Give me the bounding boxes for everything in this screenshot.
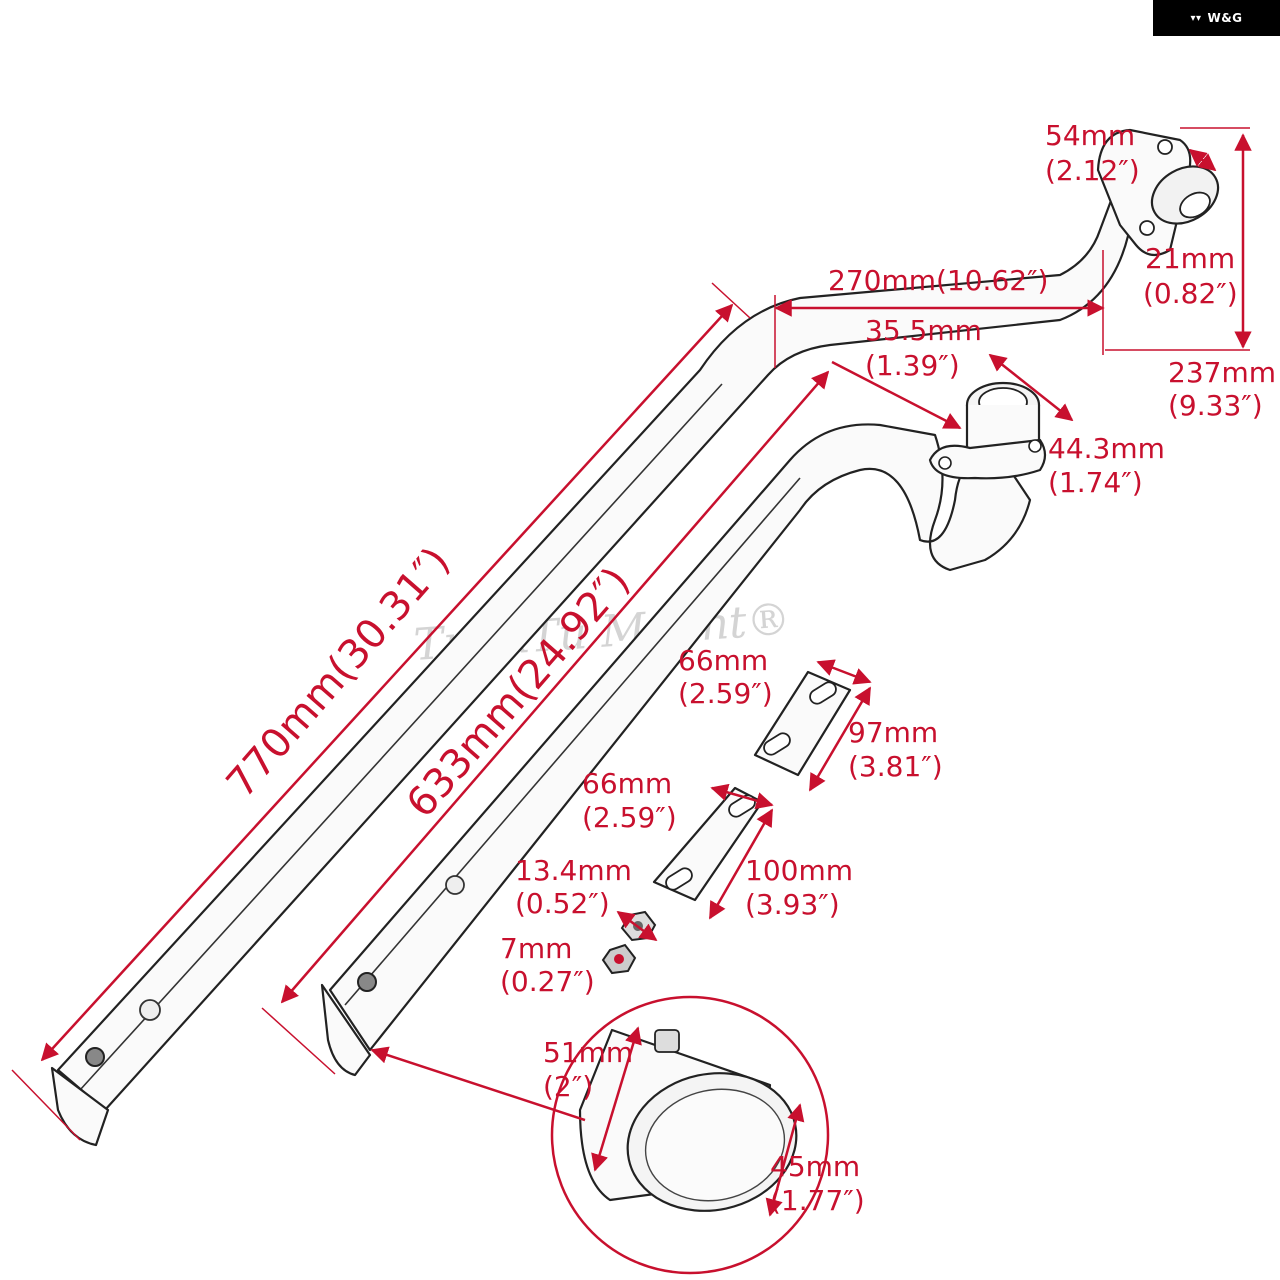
- dimension-lines: [11, 127, 1252, 1217]
- flange-width-in: (2.12″): [1045, 154, 1140, 187]
- brand-name: W&G: [1207, 11, 1243, 25]
- upper-run-mm: 270mm(10.62″): [828, 264, 1048, 297]
- bracket-a-length-in: (3.81″): [848, 750, 943, 783]
- nut-small-mm: 7mm: [500, 932, 572, 965]
- tip-inner-mm: 45mm: [770, 1150, 860, 1183]
- bracket-b-length-in: (3.93″): [745, 888, 840, 921]
- pipe-inner-mm: 21mm: [1145, 242, 1235, 275]
- brand-logo-icon: ▾▾: [1190, 12, 1202, 24]
- nut-small: [601, 943, 637, 975]
- bracket-a-width-mm: 66mm: [678, 644, 768, 677]
- bracket-a-length-mm: 97mm: [848, 716, 938, 749]
- tip-inner-in: (1.77″): [770, 1184, 865, 1217]
- bracket-b-width-mm: 66mm: [582, 767, 672, 800]
- brand-badge: ▾▾ W&G: [1153, 0, 1280, 36]
- bracket-a-width-in: (2.59″): [678, 677, 773, 710]
- total-height-mm: 237mm: [1168, 356, 1276, 389]
- pipe-inner-in: (0.82″): [1143, 277, 1238, 310]
- port-diameter-in: (1.74″): [1048, 466, 1143, 499]
- upper-drop-mm: 35.5mm: [865, 314, 982, 347]
- tip-outer-mm: 51mm: [543, 1036, 633, 1069]
- tip-outer-in: (2″): [543, 1070, 593, 1103]
- flange-width-mm: 54mm: [1045, 119, 1135, 152]
- nut-large-mm: 13.4mm: [515, 854, 632, 887]
- port-diameter-mm: 44.3mm: [1048, 432, 1165, 465]
- nut-large-in: (0.52″): [515, 887, 610, 920]
- bracket-b-length-mm: 100mm: [745, 854, 853, 887]
- bracket-b-width-in: (2.59″): [582, 801, 677, 834]
- nut-small-in: (0.27″): [500, 965, 595, 998]
- total-height-in: (9.33″): [1168, 389, 1263, 422]
- upper-drop-in: (1.39″): [865, 349, 960, 382]
